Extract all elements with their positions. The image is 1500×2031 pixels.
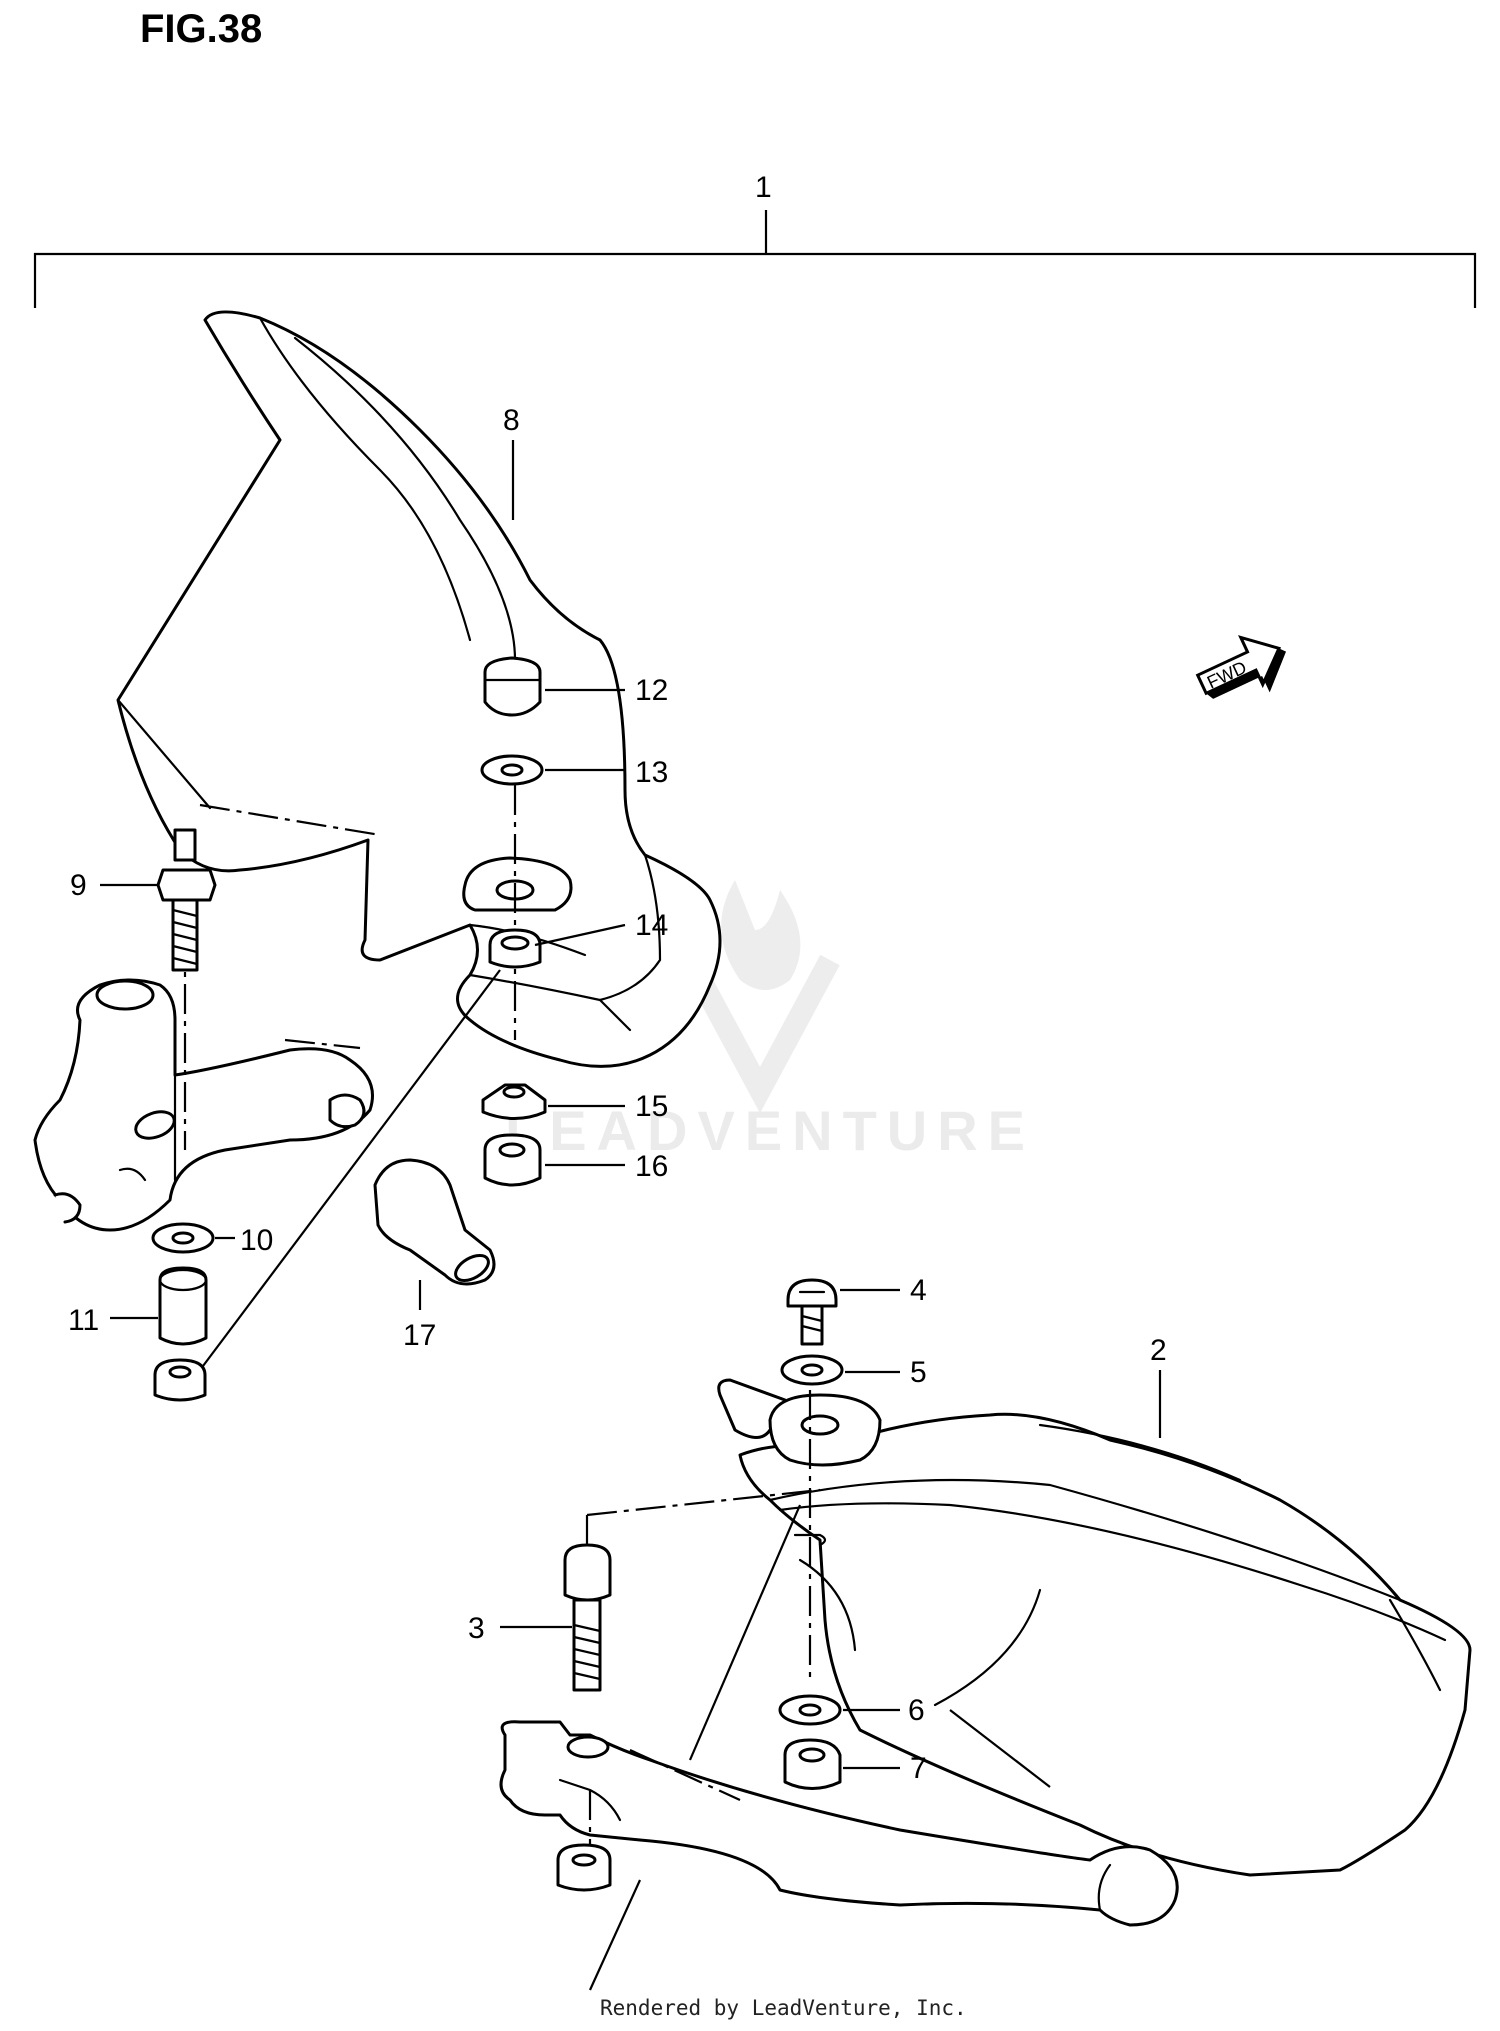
watermark-text: LEADVENTURE xyxy=(505,1099,1035,1162)
part-13-washer xyxy=(480,754,544,786)
centerlines-lower xyxy=(585,1390,821,1991)
hand-guard-left xyxy=(116,310,722,1068)
callout-13: 13 xyxy=(635,756,668,789)
hand-guard-right xyxy=(717,1378,1472,1877)
part-5-washer xyxy=(780,1354,844,1386)
part-6-washer xyxy=(778,1694,842,1726)
part-14-grommet xyxy=(488,928,542,969)
lower-lever-nut xyxy=(556,1843,612,1892)
callouts: 1 2 3 4 5 6 7 8 9 10 11 12 13 14 15 16 1… xyxy=(68,171,1167,1785)
callout-2: 2 xyxy=(1150,1334,1167,1367)
footer-credit: Rendered by LeadVenture, Inc. xyxy=(600,1996,967,2020)
callout-7: 7 xyxy=(910,1752,927,1785)
callout-1: 1 xyxy=(755,171,772,204)
callout-6: 6 xyxy=(908,1694,925,1727)
part-7-nut xyxy=(783,1738,842,1790)
figure-title: FIG.38 xyxy=(140,7,262,51)
brake-lever xyxy=(499,1720,1179,1927)
part-16-nut xyxy=(483,1133,542,1187)
part-9-stud-bolt xyxy=(156,828,217,972)
part-15-flange-nut xyxy=(481,1083,547,1120)
assembly-bracket xyxy=(33,210,1477,308)
part-4-screw xyxy=(786,1278,838,1346)
part-3-shoulder-bolt xyxy=(563,1543,612,1692)
callout-9: 9 xyxy=(70,869,87,902)
centerlines-upper xyxy=(183,785,517,1391)
part-17-boot-cover xyxy=(373,1158,496,1286)
callout-12: 12 xyxy=(635,674,668,707)
callout-16: 16 xyxy=(635,1150,668,1183)
watermark-flame-icon xyxy=(721,880,801,990)
callout-5: 5 xyxy=(910,1356,927,1389)
callout-17: 17 xyxy=(403,1319,436,1352)
callout-14: 14 xyxy=(635,909,668,942)
callout-11: 11 xyxy=(68,1304,99,1337)
watermark: LEADVENTURE xyxy=(505,880,1035,1162)
part-10-washer xyxy=(151,1222,215,1254)
callout-3: 3 xyxy=(468,1612,485,1645)
upper-lower-nut xyxy=(153,1358,207,1402)
callout-4: 4 xyxy=(910,1274,927,1307)
fwd-arrow-icon: FWD xyxy=(1195,635,1287,699)
lever-holder-clamp xyxy=(33,978,374,1232)
callout-10: 10 xyxy=(240,1224,273,1257)
callout-8: 8 xyxy=(503,404,520,437)
watermark-v-icon xyxy=(680,954,840,1114)
part-12-cap-nut xyxy=(483,656,542,717)
part-11-spacer xyxy=(158,1266,208,1346)
leader-lines xyxy=(100,688,1162,1770)
callout-15: 15 xyxy=(635,1090,668,1123)
